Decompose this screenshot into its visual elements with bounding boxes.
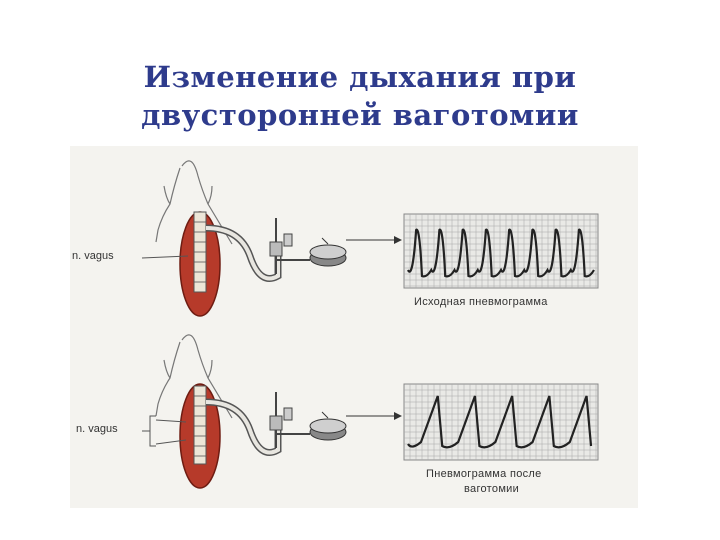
caption-initial-pneumogram: Исходная пневмограмма bbox=[414, 296, 548, 308]
slide-title: Изменение дыхания при двусторонней вагот… bbox=[0, 58, 720, 134]
vagus-label-bottom: n. vagus bbox=[76, 423, 118, 435]
experiment-figure: n. vagus n. vagus Исходная пневмограмма … bbox=[70, 146, 638, 508]
slide-title-line2: двусторонней ваготомии bbox=[141, 98, 579, 132]
pneumogram-grid-bottom bbox=[403, 383, 599, 461]
animal-outline-bottom bbox=[155, 334, 233, 419]
trachea-bottom bbox=[193, 385, 207, 465]
vagus-label-top: n. vagus bbox=[72, 250, 114, 262]
caption-after-vagotomy-line2: ваготомии bbox=[464, 483, 520, 495]
caption-after-vagotomy-line1: Пневмограмма после bbox=[426, 468, 542, 480]
top-panel bbox=[141, 160, 599, 317]
vagus-pointer-top bbox=[141, 255, 189, 259]
animal-outline-top bbox=[155, 160, 233, 245]
experiment-illustration bbox=[141, 160, 599, 489]
vagus-bracket-bottom bbox=[149, 415, 156, 447]
pneumogram-trace-top bbox=[407, 228, 595, 278]
pneumogram-grid-top bbox=[403, 213, 599, 289]
slide-title-line1: Изменение дыхания при bbox=[143, 60, 577, 94]
bottom-panel bbox=[142, 334, 599, 489]
pneumogram-trace-bottom bbox=[407, 395, 593, 449]
